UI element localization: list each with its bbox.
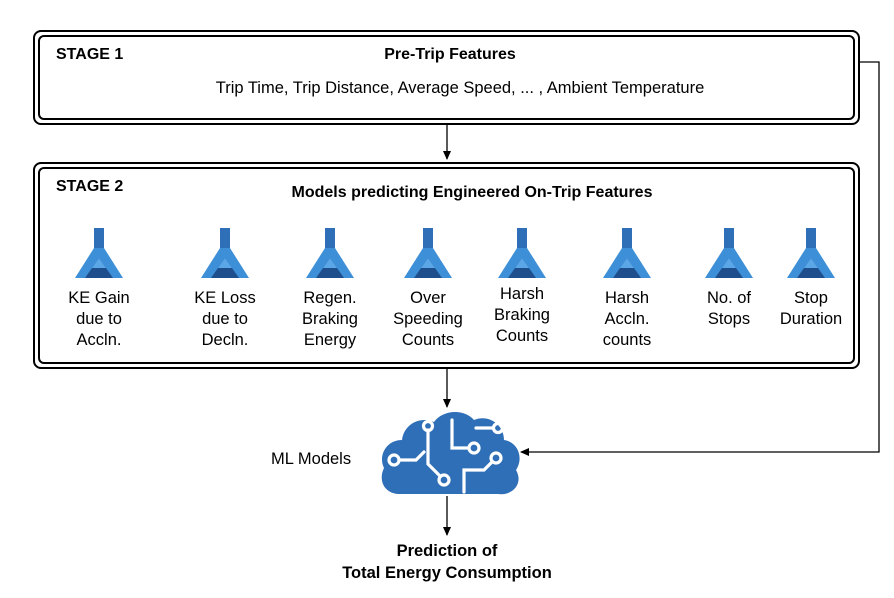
model-label: No. of Stops <box>706 289 752 328</box>
stage1-title: Pre-Trip Features <box>384 46 516 63</box>
model-stop-duration: Stop Duration <box>761 228 861 330</box>
stage2-label: STAGE 2 <box>56 178 124 195</box>
flask-icon <box>75 228 123 278</box>
flask-icon <box>705 228 753 278</box>
brain-cloud-icon <box>381 411 520 495</box>
flask-icon <box>201 228 249 278</box>
arrow-stage1-bypass-to-ml <box>520 61 880 456</box>
model-regen-braking: Regen. Braking Energy <box>280 228 380 351</box>
flask-icon <box>498 228 546 278</box>
model-label: Regen. Braking Energy <box>302 289 358 349</box>
stage2-inner-box <box>38 167 855 364</box>
flask-icon <box>603 228 651 278</box>
model-no-of-stops: No. of Stops <box>679 228 779 330</box>
model-label: Harsh Accln. counts <box>602 289 652 349</box>
model-label: KE Loss due to Decln. <box>194 289 256 349</box>
stage2-title: Models predicting Engineered On-Trip Fea… <box>291 184 653 201</box>
model-harsh-braking: Harsh Braking Counts <box>472 228 572 347</box>
model-label: KE Gain due to Accln. <box>68 289 130 349</box>
ml-models-label: ML Models <box>271 450 352 468</box>
stage1-box <box>33 30 860 125</box>
model-ke-loss: KE Loss due to Decln. <box>175 228 275 351</box>
prediction-output-label: Prediction of Total Energy Consumption <box>342 542 552 582</box>
model-label: Harsh Braking Counts <box>494 285 550 345</box>
stage1-features: Trip Time, Trip Distance, Average Speed,… <box>215 79 705 97</box>
model-harsh-accln: Harsh Accln. counts <box>577 228 677 351</box>
model-label: Stop Duration <box>779 289 843 328</box>
flask-icon <box>306 228 354 278</box>
stage1-inner-box <box>38 35 855 120</box>
model-ke-gain: KE Gain due to Accln. <box>49 228 149 351</box>
model-over-speeding: Over Speeding Counts <box>378 228 478 351</box>
model-label: Over Speeding Counts <box>393 289 463 349</box>
stage2-box <box>33 162 860 369</box>
flask-icon <box>404 228 452 278</box>
stage1-label: STAGE 1 <box>56 46 124 63</box>
flask-icon <box>787 228 835 278</box>
